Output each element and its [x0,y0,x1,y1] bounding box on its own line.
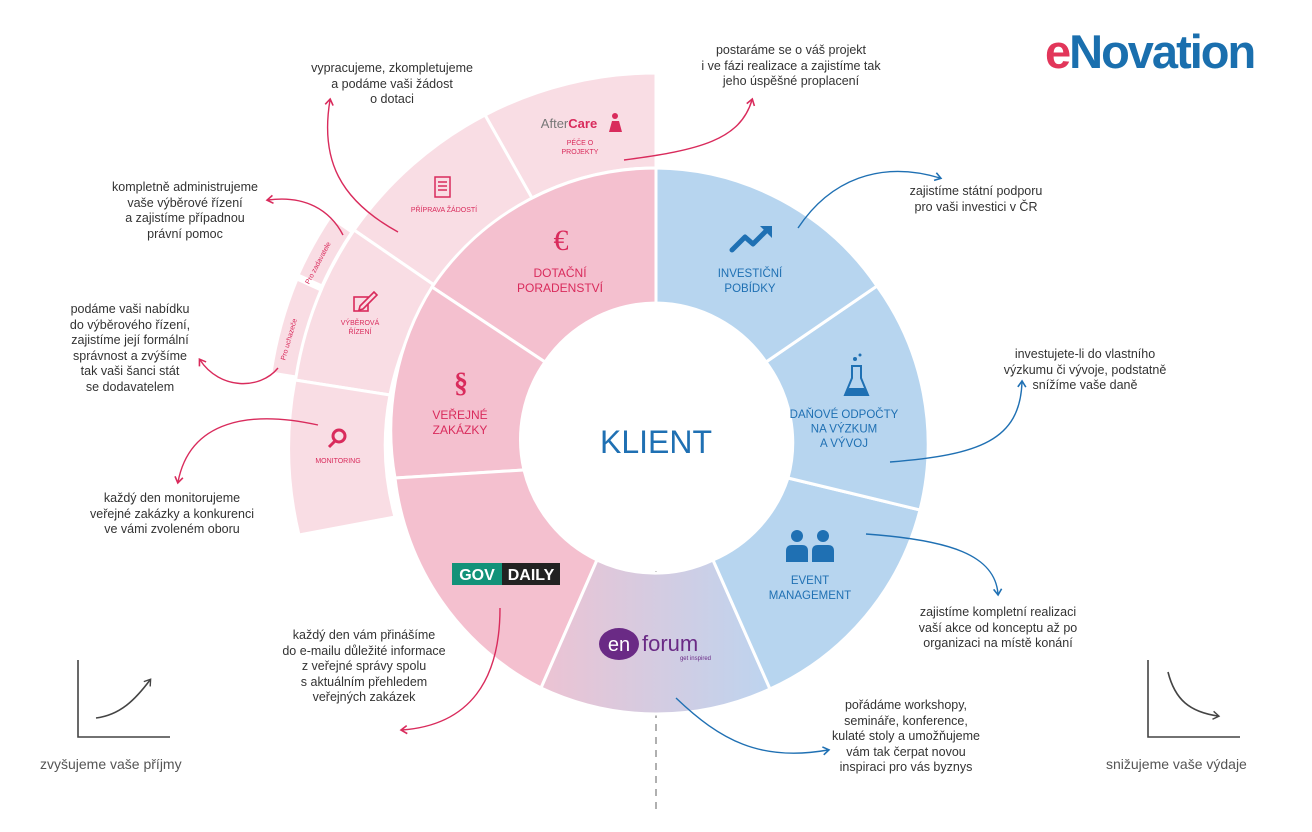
label-aftercare-sub: PÉČE O PROJEKTY [562,138,599,156]
people-icon [786,530,834,562]
govdaily-logo: GOV DAILY [452,563,560,585]
center-label: KLIENT [600,424,712,460]
label-line: DOTAČNÍ [533,265,587,280]
annotation-monitorujeme: každý den monitorujeme veřejné zakázky a… [90,491,254,536]
enforum-forum: forum [642,631,698,656]
trend-up-icon [729,226,772,253]
euro-icon: € [554,224,569,257]
arrow-projekt [623,97,756,161]
arrow-statni-podpora [797,170,943,229]
arrow-zadost [324,97,399,233]
segment-investicni-pobidky[interactable] [654,166,880,365]
annotation-workshopy: pořádáme workshopy, semináře, konference… [832,698,980,774]
flask-icon [843,353,870,396]
label-line: EVENT [791,575,829,587]
magnifier-icon [327,428,347,449]
paragraph-icon: § [454,368,468,399]
annotation-nabidka: podáme vaši nabídku do výběrového řízení… [69,302,191,394]
label-line: PORADENSTVÍ [517,280,604,295]
segment-danove-odpocty[interactable] [763,283,930,512]
enforum-tagline: get inspired [680,656,711,662]
segment-event-management[interactable] [711,476,922,691]
annotation-realizace: zajistíme kompletní realizaci vaší akce … [918,605,1078,650]
document-icon [434,176,451,198]
enforum-logo: en forum get inspired [599,628,711,662]
annotation-vyzkum: investujete-li do vlastního výzkumu či v… [1003,347,1167,392]
label-line: DAŇOVÉ ODPOČTY [790,408,899,421]
arrow-monitorujeme [174,418,319,485]
arrow-govdaily [399,607,501,735]
segment-dotacni-poradenstvi[interactable] [429,166,658,365]
label-line: MANAGEMENT [769,590,851,602]
annotation-govdaily: každý den vám přinášíme do e-mailu důlež… [282,628,446,704]
inner-ring [389,166,930,716]
label-investicni-pobidky: INVESTIČNÍ POBÍDKY [718,267,783,295]
enovation-logo: eNovation [1045,24,1256,79]
label-line: ŘÍZENÍ [349,327,372,336]
label-priprava-zadosti: PŘÍPRAVA ŽÁDOSTÍ [411,205,477,214]
connectors [174,97,1027,756]
label-line: A VÝVOJ [820,437,868,450]
segment-monitoring[interactable] [287,378,397,537]
arrow-nabidka [198,357,279,385]
govdaily-gov: GOV [459,567,495,584]
label-line: ZAKÁZKY [433,422,488,437]
arrow-vyzkum [889,379,1027,463]
logo-e: e [1045,25,1071,78]
tab-pro-zadavatele[interactable] [296,214,355,288]
enforum-en: en [608,634,630,656]
tab-pro-uchazece[interactable] [269,276,323,379]
annotation-podame-zadost: vypracujeme, zkompletujeme a podáme vaši… [311,61,473,106]
label-zvysujeme-prijmy: zvyšujeme vaše příjmy [40,756,182,772]
arrow-workshopy [675,697,831,756]
aftercare-figure-icon [609,113,622,132]
label-snizujeme-vydaje: snižujeme vaše výdaje [1106,756,1247,772]
arrow-realizace [865,533,1003,597]
label-event-management: EVENT MANAGEMENT [769,575,851,602]
segment-enforum[interactable] [539,557,772,716]
arrow-administrujeme [265,194,344,236]
center-circle [523,305,789,571]
edit-icon [353,290,379,312]
govdaily-daily: DAILY [508,567,555,584]
label-line: POBÍDKY [724,282,775,295]
decline-chart-icon [1147,660,1240,738]
annotation-statni-podpora: zajistíme státní podporu pro vaši invest… [909,184,1043,214]
growth-chart-icon [77,660,170,738]
label-line: NA VÝZKUM [811,423,877,436]
label-line: VÝBĚROVÁ [341,318,380,327]
aftercare-logo: AfterCare [541,116,597,131]
label-line: PÉČE O [567,138,594,147]
label-line: PROJEKTY [562,149,599,156]
logo-rest: Novation [1069,25,1256,78]
label-line: INVESTIČNÍ [718,267,783,280]
label-line: VEŘEJNÉ [432,407,487,422]
annotation-projekt: postaráme se o váš projekt i ve fázi rea… [701,43,881,88]
label-monitoring: MONITORING [315,458,360,465]
annotation-administrujeme: kompletně administrujeme vaše výběrové ř… [112,180,258,241]
